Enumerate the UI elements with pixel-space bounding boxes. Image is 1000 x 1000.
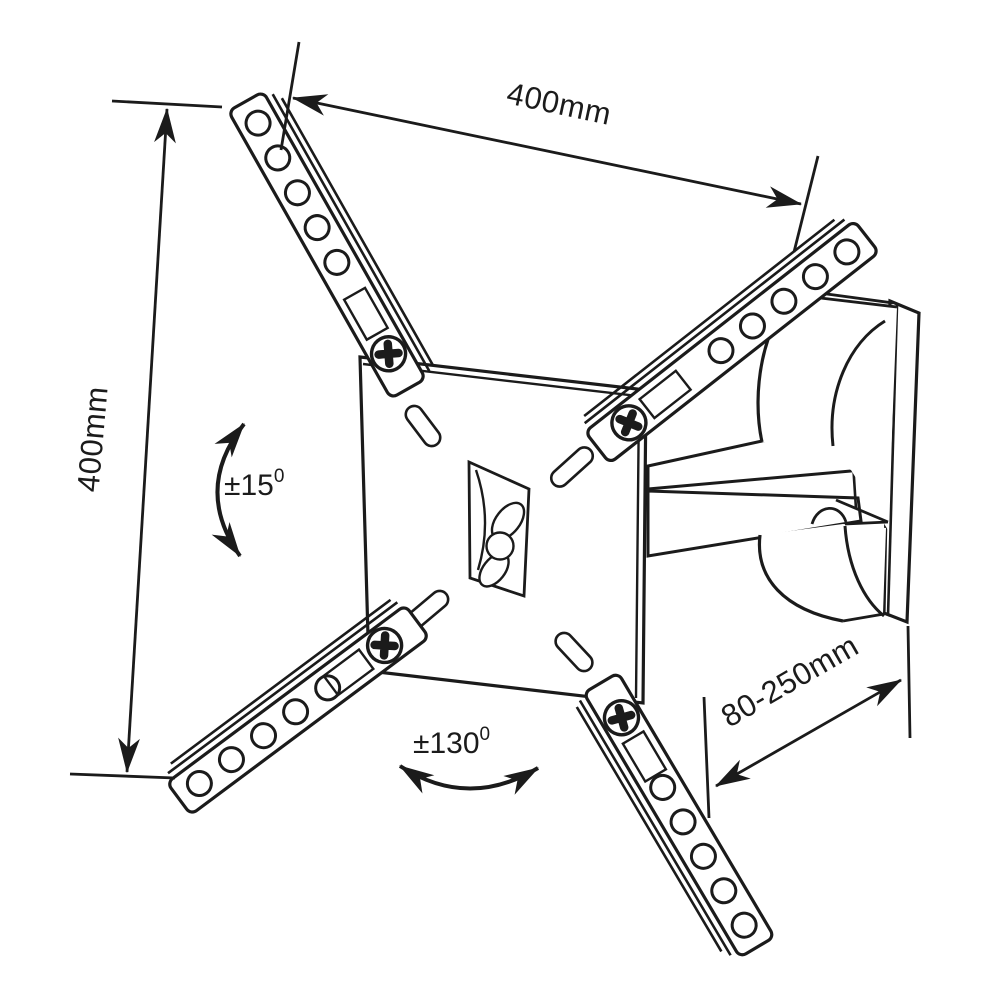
rail-slot — [621, 729, 668, 784]
emboss-curve — [474, 469, 487, 571]
extension-lines — [279, 41, 820, 253]
elbow-cover-bottom-curve — [757, 534, 844, 623]
elbow-cover-bottom-edge — [842, 612, 885, 623]
swivel-value: ±130 — [413, 727, 480, 760]
phillips-cross-icon — [615, 409, 643, 437]
rail-thickness — [575, 699, 732, 956]
dimension-arrow — [118, 107, 176, 774]
annotation-swivel: ±1300 — [398, 724, 540, 795]
elbow-cover-top-inner-curve — [830, 319, 886, 447]
plate-center-emboss — [467, 459, 531, 598]
rail-thickness — [583, 218, 846, 425]
vesa-plate — [358, 355, 648, 705]
elbow-cover-top-fill — [758, 294, 897, 530]
tilt-arc-arrow — [211, 422, 246, 558]
phillips-cross-icon — [607, 703, 636, 732]
wall-plate-front-edge — [886, 304, 899, 617]
vesa-slot-top-left — [404, 404, 442, 448]
phillips-cross-icon — [370, 631, 399, 660]
extension-lines — [69, 99, 223, 780]
vesa-slot-top-right — [549, 446, 595, 488]
rail-bottom-right — [575, 673, 774, 957]
joint-wedge — [835, 498, 889, 526]
rail-slot — [342, 286, 390, 342]
arm-lower-bar — [646, 489, 863, 558]
annotation-tilt: ±150 — [211, 422, 284, 558]
joint-arch — [810, 506, 848, 525]
rail-holes — [649, 773, 758, 939]
rail-slot — [322, 647, 376, 697]
rail-bottom-left — [167, 598, 428, 814]
elbow-cover-bottom-fill — [759, 524, 886, 621]
extension-lines — [702, 625, 912, 819]
swivel-label: ±1300 — [413, 724, 490, 760]
elbow-cover-bottom-inner-curve — [843, 525, 885, 618]
rail-slot — [637, 369, 693, 420]
tilt-value: ±15 — [224, 469, 274, 502]
rail-holes — [185, 674, 342, 798]
tilt-label: ±150 — [224, 466, 284, 502]
dimension-arrow — [291, 94, 803, 208]
latch-knob — [485, 531, 515, 561]
swivel-arc-arrow — [398, 764, 540, 795]
phillips-cross-icon — [374, 339, 403, 369]
rail-thickness — [167, 598, 399, 775]
dimension-arrow — [715, 678, 902, 788]
swivel-sup: 0 — [480, 724, 491, 745]
rail-holes — [707, 238, 861, 365]
rail-top-right — [583, 218, 878, 463]
vesa-slot-bottom-right — [554, 631, 594, 673]
tilt-sup: 0 — [274, 466, 285, 487]
